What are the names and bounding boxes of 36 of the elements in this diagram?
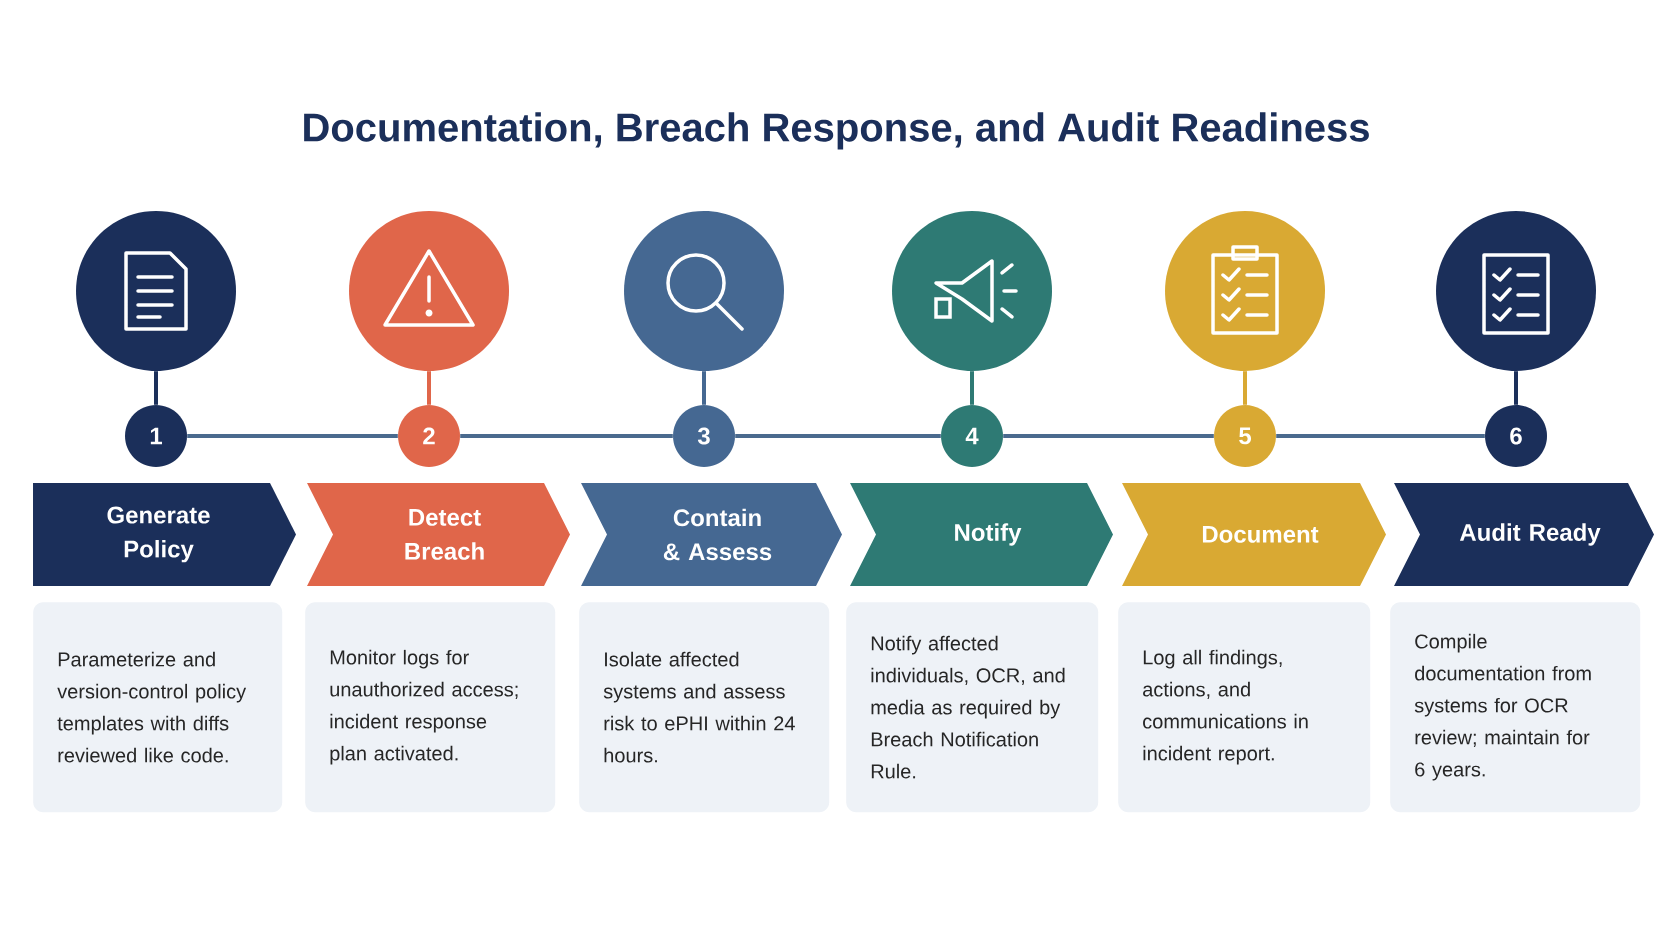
description-card: Parameterize and version-control policy templates with diffs reviewed like code. [33, 602, 283, 813]
connector-line [427, 371, 431, 405]
icon-circle [76, 211, 236, 371]
connector-line [702, 371, 706, 405]
step-number: 5 [1214, 405, 1276, 467]
description-card: Compile documentation from systems for OCR review; maintain for 6 years. [1390, 602, 1641, 813]
connector-line [154, 371, 158, 405]
connector-line [735, 434, 941, 438]
step-number: 3 [673, 405, 735, 467]
step-number: 6 [1485, 405, 1547, 467]
icon-circle [349, 211, 509, 371]
icon-circle [1436, 211, 1596, 371]
title: Documentation, Breach Response, and Audit Readiness [304, 112, 1369, 150]
icon-circle [624, 211, 784, 371]
step-number: 2 [398, 405, 460, 467]
description-card: Notify affected individuals, OCR, and media as required by Breach Notification Rule. [846, 602, 1099, 813]
description-card: Monitor logs for unauthorized access; incident response plan activated. [305, 602, 556, 813]
chevron-banner: Generate Policy [33, 483, 296, 586]
description-card: Log all findings, actions, and communications in incident report. [1118, 602, 1371, 813]
connector-line [1514, 371, 1518, 405]
step-number: 1 [125, 405, 187, 467]
icon-circle [892, 211, 1052, 371]
icon-circle [1165, 211, 1325, 371]
connector-line [460, 434, 673, 438]
connector-line [970, 371, 974, 405]
connector-line [1276, 434, 1485, 438]
step-number: 4 [941, 405, 1003, 467]
connector-line [1243, 371, 1247, 405]
chevron-banner: Contain & Assess [581, 483, 842, 586]
chevron-banner: Document [1122, 483, 1386, 586]
connector-line [1003, 434, 1214, 438]
connector-line [187, 434, 398, 438]
chevron-banner: Notify [850, 483, 1113, 586]
chevron-banner: Detect Breach [307, 483, 570, 586]
description-card: Isolate affected systems and assess risk to ePHI within 24 hours. [579, 602, 830, 813]
chevron-banner: Audit Ready [1394, 483, 1654, 586]
